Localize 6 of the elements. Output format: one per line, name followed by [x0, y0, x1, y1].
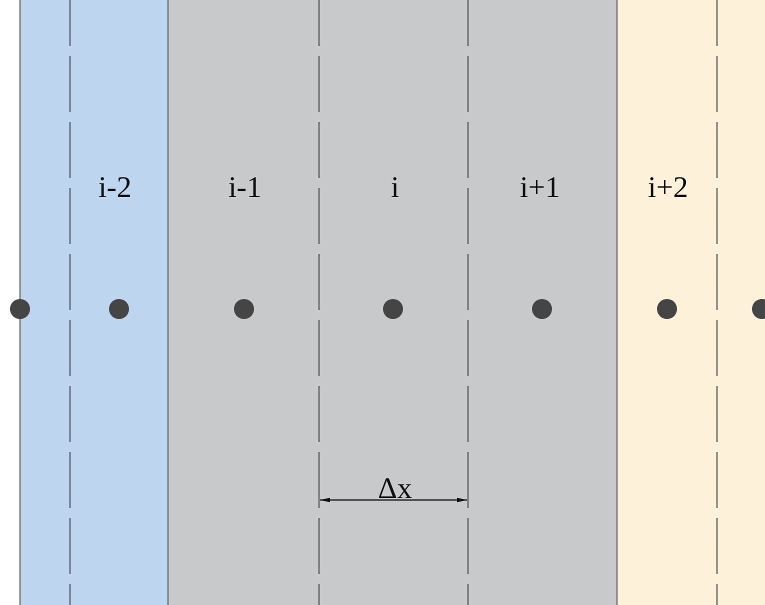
cell-index-label: i+1: [520, 173, 560, 203]
dimension-label: Δx: [378, 474, 412, 504]
cell-index-label: i-1: [228, 173, 262, 203]
cell-index-label: i+2: [648, 173, 688, 203]
cell-index-label: i: [390, 173, 400, 203]
cell-index-label: i-2: [98, 173, 132, 203]
